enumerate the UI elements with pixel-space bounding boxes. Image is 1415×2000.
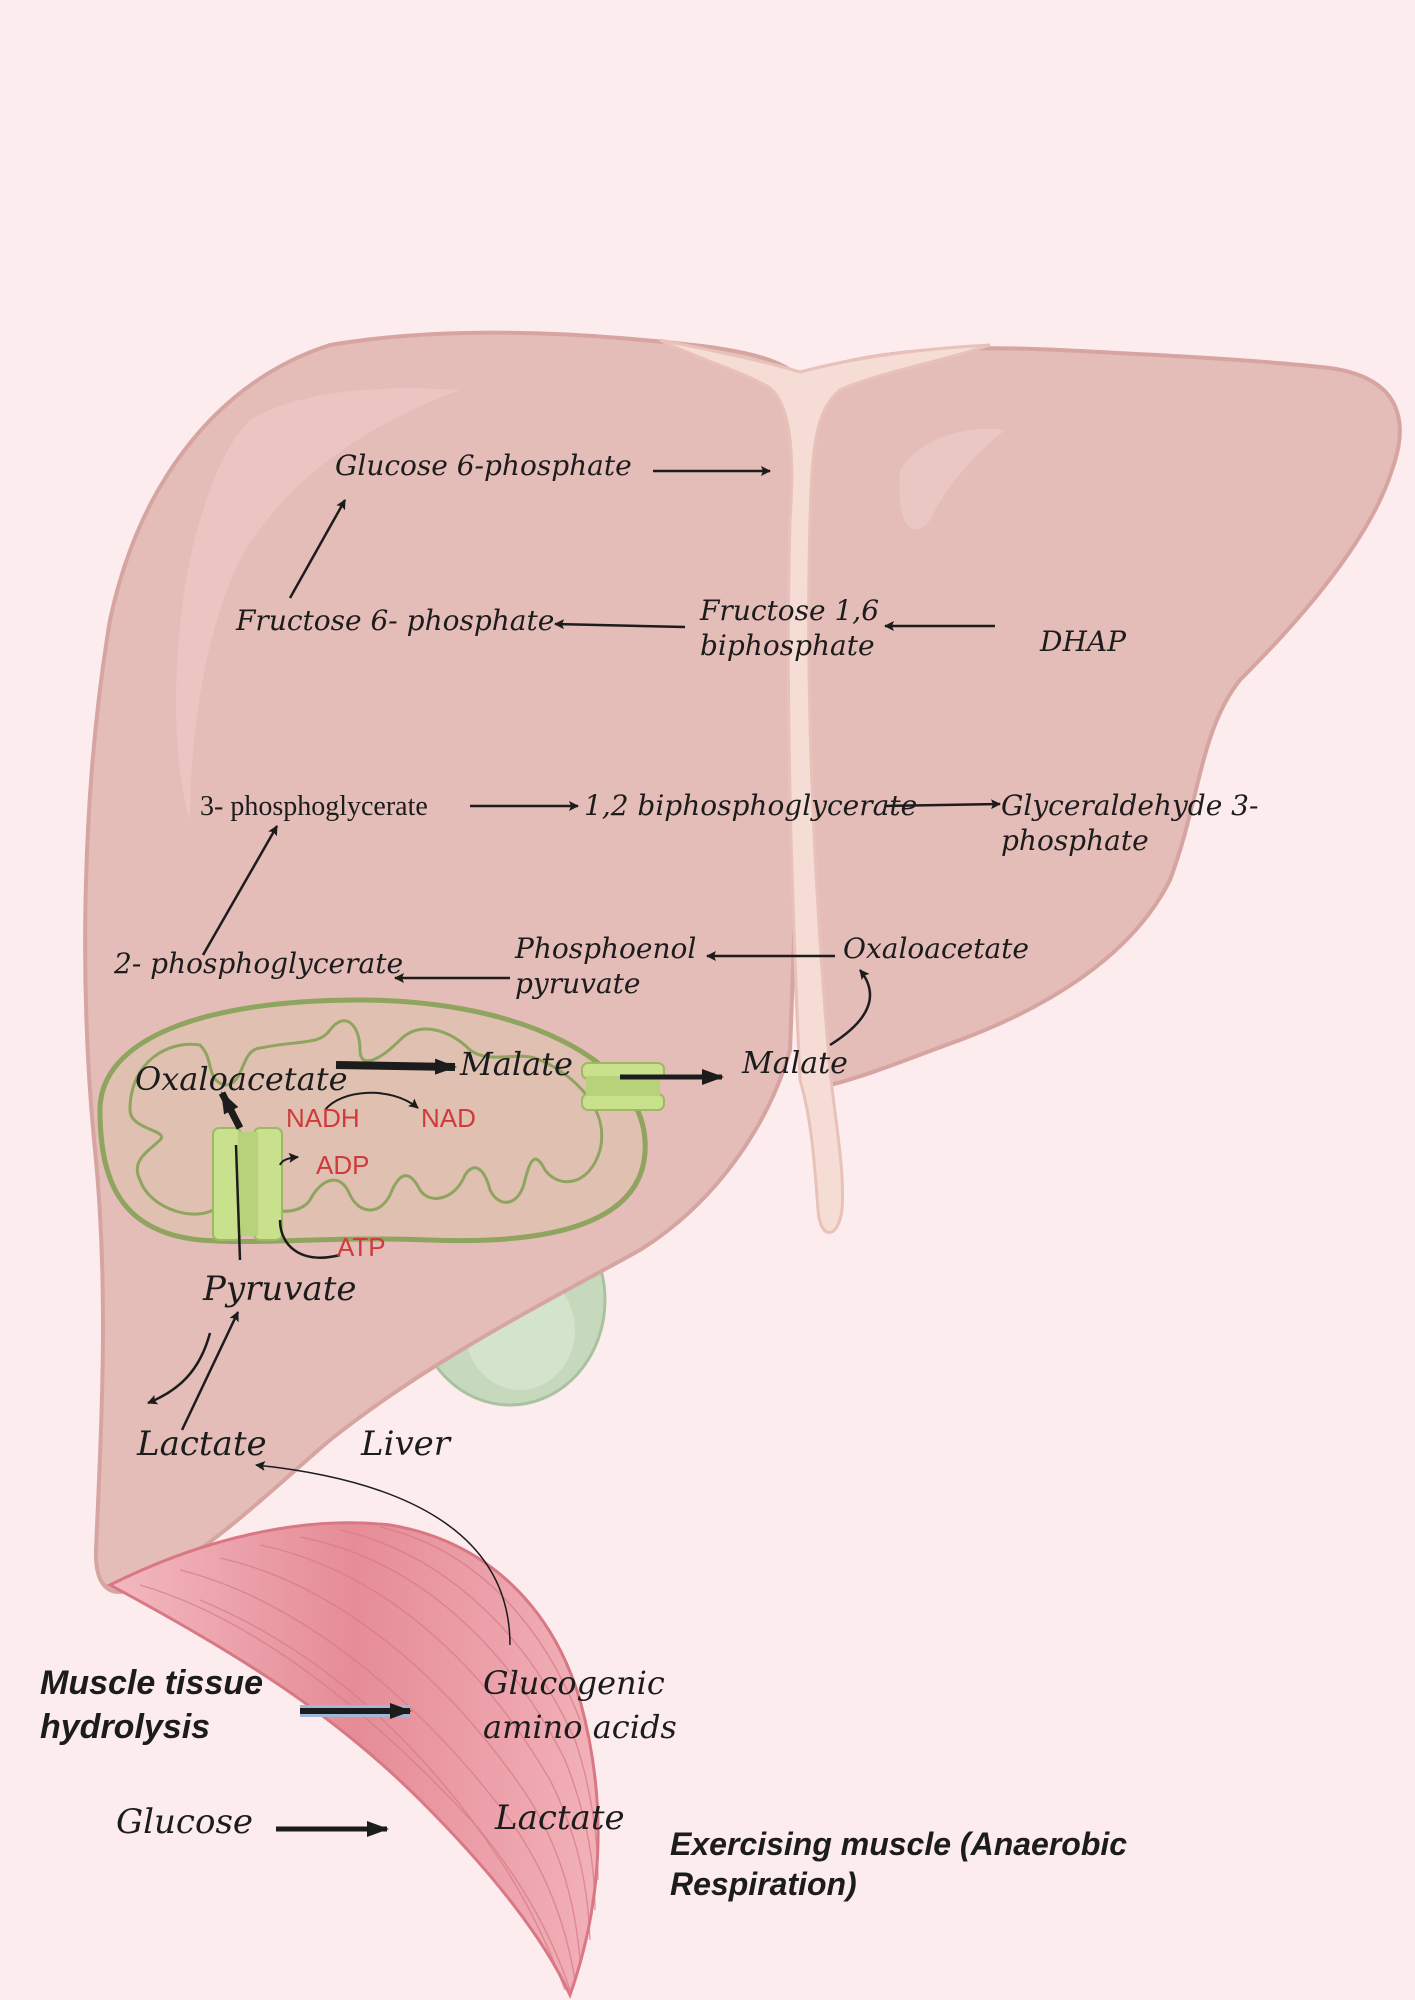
pyruvate-label: Pyruvate <box>202 1269 357 1309</box>
mito-transporter-left <box>212 1127 283 1241</box>
fructose-16-biphosphate-label-line2: biphosphate <box>700 629 875 662</box>
oxaloacetate-cytosol-label: Oxaloacetate <box>843 932 1029 965</box>
oxaloacetate-mito-label: Oxaloacetate <box>135 1060 348 1098</box>
exercising-muscle-label-line1: Exercising muscle (Anaerobic <box>670 1826 1127 1862</box>
glucogenic-amino-acids-line1: Glucogenic <box>483 1664 665 1702</box>
mito-transporter-right <box>581 1062 665 1111</box>
arrow-pyruvate-oxaloacetate <box>218 1091 244 1130</box>
2-phosphoglycerate-label: 2- phosphoglycerate <box>113 947 403 980</box>
lactate-liver-label: Lactate <box>136 1424 267 1464</box>
malate-mito-label: Malate <box>459 1045 573 1083</box>
lactate-muscle-label: Lactate <box>494 1798 625 1838</box>
glucose-label: Glucose <box>116 1802 253 1842</box>
glucose-6-phosphate-label: Glucose 6-phosphate <box>335 449 632 482</box>
glyceraldehyde-3-phosphate-label-line2: phosphate <box>1001 824 1149 857</box>
adp-label: ADP <box>316 1150 369 1180</box>
arrow-oxaloacetate-malate <box>335 1058 457 1075</box>
liver-label: Liver <box>360 1424 452 1464</box>
exercising-muscle-label-line2: Respiration) <box>670 1866 857 1902</box>
nad-label: NAD <box>421 1103 476 1133</box>
nadh-label: NADH <box>286 1103 360 1133</box>
atp-label: ATP <box>337 1232 386 1262</box>
muscle-tissue-hydrolysis-line1: Muscle tissue <box>40 1664 263 1702</box>
3-phosphoglycerate-label: 3- phosphoglycerate <box>200 791 428 822</box>
dhap-label: DHAP <box>1039 625 1127 658</box>
phosphoenol-pyruvate-label-line2: pyruvate <box>515 967 641 1000</box>
exercising-muscle <box>106 1521 600 1999</box>
phosphoenol-pyruvate-label-line1: Phosphoenol <box>514 932 696 965</box>
falciform-ligament <box>659 338 991 1234</box>
glucogenic-amino-acids-line2: amino acids <box>483 1708 677 1746</box>
malate-cytosol-label: Malate <box>741 1046 848 1081</box>
fructose-6-phosphate-label: Fructose 6- phosphate <box>235 604 554 637</box>
liver-right-lobe <box>790 346 1402 1088</box>
fructose-16-biphosphate-label-line1: Fructose 1,6 <box>699 594 879 627</box>
12-biphosphoglycerate-label: 1,2 biphosphoglycerate <box>584 789 917 822</box>
muscle-tissue-hydrolysis-line2: hydrolysis <box>40 1708 210 1746</box>
glyceraldehyde-3-phosphate-label-line1: Glyceraldehyde 3- <box>1001 789 1258 822</box>
pathway-arrows <box>147 466 1001 1646</box>
